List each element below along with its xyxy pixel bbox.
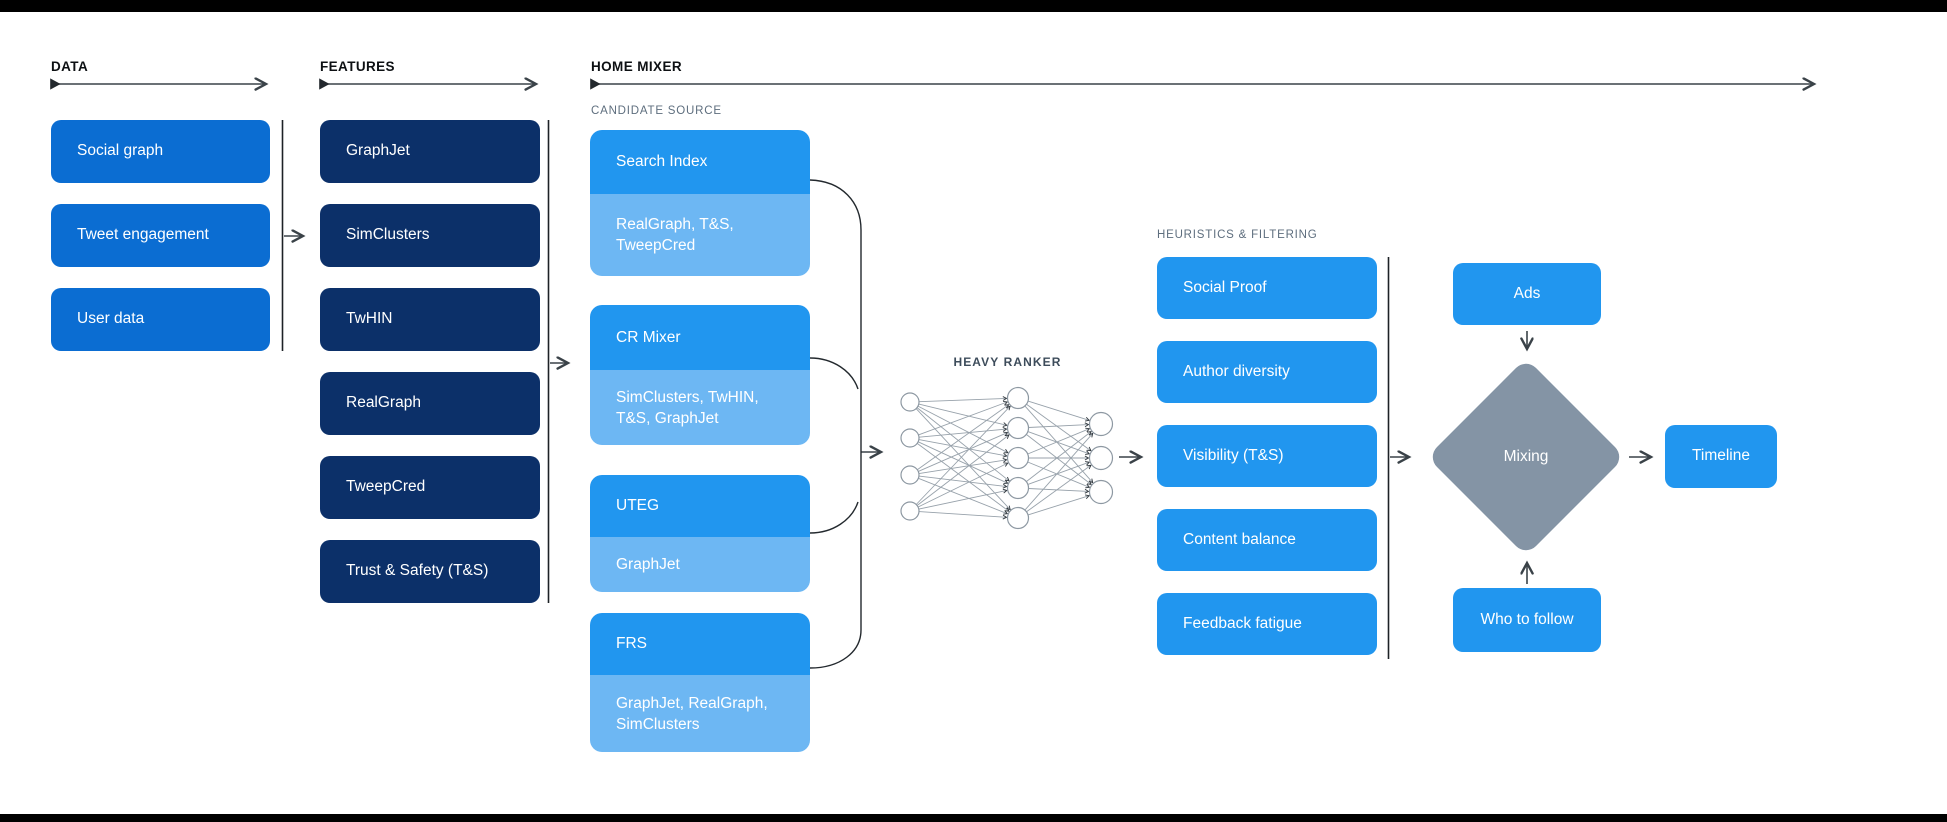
nn-connection (1026, 434, 1092, 485)
nn-connection (1024, 405, 1094, 484)
nn-connection (1026, 464, 1092, 513)
nn-connection (1027, 400, 1090, 422)
nn-node (1006, 416, 1030, 440)
features-column-header: FEATURES (320, 59, 395, 74)
heavy-ranker-network (900, 386, 1114, 530)
nn-connection (918, 441, 1009, 484)
nn-connection (918, 427, 1008, 438)
bottom-letterbox-bar (0, 814, 1947, 822)
nn-node (900, 392, 920, 412)
nn-node (1088, 445, 1114, 471)
nn-connection (918, 400, 1009, 436)
nn-connection (1028, 422, 1090, 428)
nn-node (900, 501, 920, 521)
nn-connection (917, 462, 1009, 508)
nn-connection (1026, 431, 1092, 482)
nn-connection (918, 439, 1008, 458)
nn-connection (918, 488, 1008, 510)
frs-connector (809, 629, 862, 669)
nn-node (1006, 506, 1030, 530)
nn-node (1088, 479, 1114, 505)
nn-connection (1028, 488, 1090, 494)
nn-node (1006, 446, 1030, 470)
nn-connection (1027, 431, 1091, 455)
nn-connection (918, 511, 1008, 520)
candidate-source-label: CANDIDATE SOURCE (591, 105, 722, 117)
nn-connection (915, 408, 1011, 511)
top-letterbox-bar (0, 0, 1947, 12)
nn-connection (1027, 427, 1091, 455)
nn-node (1006, 476, 1030, 500)
nn-connection (915, 405, 1011, 505)
candidate-bracket-spine (809, 179, 862, 630)
nn-connection (918, 477, 1009, 515)
mixing-diamond-label: Mixing (1503, 448, 1549, 465)
nn-connection (916, 407, 1010, 482)
ads-box: Ads (1453, 263, 1601, 325)
nn-connection (918, 457, 1008, 475)
nn-node (900, 465, 920, 485)
heavy-ranker-label: HEAVY RANKER (953, 355, 1062, 369)
nn-connection (1027, 494, 1090, 516)
heuristics-label: HEURISTICS & FILTERING (1157, 229, 1318, 241)
nn-connection (916, 434, 1010, 506)
nn-node (1088, 411, 1114, 437)
nn-connection (918, 396, 1008, 403)
timeline-box: Timeline (1665, 425, 1777, 488)
nn-connection (918, 475, 1008, 489)
nn-connection (916, 443, 1010, 512)
nn-connection (1024, 432, 1094, 511)
nn-connection (917, 405, 1009, 454)
nn-connection (1026, 403, 1092, 452)
nn-connection (1027, 461, 1091, 489)
uteg-connector (809, 501, 859, 534)
data-column-header: DATA (51, 59, 89, 74)
nn-connection (917, 404, 1010, 471)
home-mixer-header: HOME MIXER (591, 59, 683, 74)
who-to-follow-box: Who to follow (1453, 588, 1601, 652)
nn-node (1006, 386, 1030, 410)
crmixer-connector (809, 357, 859, 390)
nn-connection (918, 403, 1008, 427)
nn-node (900, 428, 920, 448)
nn-connection (1027, 461, 1091, 485)
nn-connection (918, 431, 1009, 472)
